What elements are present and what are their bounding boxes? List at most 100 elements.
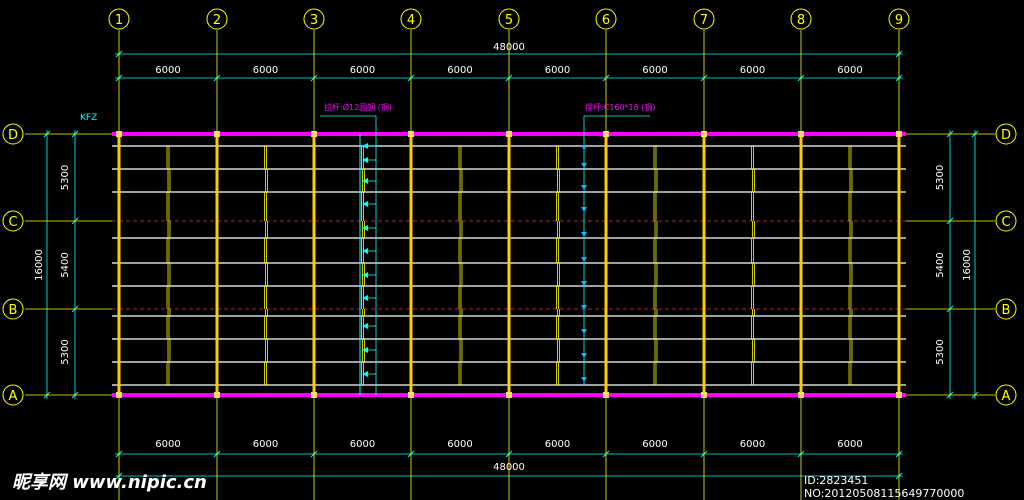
tie-rod-arrow: [362, 225, 368, 231]
brace-arrow: [581, 305, 587, 310]
dim-row-right-label: 5400: [935, 252, 946, 277]
dim-span-bottom-label: 6000: [447, 439, 472, 450]
column-base: [798, 131, 804, 137]
dim-span-top-label: 6000: [642, 65, 667, 76]
grid-label-row-left: D: [8, 128, 18, 143]
grid-label-row-right: D: [1001, 128, 1011, 143]
steel-column: [215, 134, 219, 395]
grid-label-row-right: B: [1002, 303, 1011, 318]
brace-arrow: [581, 163, 587, 168]
brace-arrow: [581, 232, 587, 237]
grid-label-col: 6: [602, 13, 610, 28]
brace-arrow: [581, 281, 587, 286]
column-base: [603, 392, 609, 398]
dim-row-left-label: 5300: [60, 339, 71, 364]
dim-span-top-label: 6000: [253, 65, 278, 76]
dim-span-top-label: 6000: [545, 65, 570, 76]
grid-bubble-row-right-D: [995, 123, 1017, 145]
tie-rod-arrow: [362, 371, 368, 377]
grid-label-col: 3: [310, 13, 318, 28]
steel-column: [312, 134, 316, 395]
grid-bubble-row-right-C: [995, 210, 1017, 232]
column-base: [311, 131, 317, 137]
column-base: [798, 392, 804, 398]
dim-total-bottom-label: 48000: [493, 462, 525, 473]
dim-total-top-label: 48000: [493, 42, 525, 53]
grid-bubble-col-4: [400, 8, 422, 30]
grid-label-col: 2: [213, 13, 221, 28]
steel-column: [702, 134, 706, 395]
dim-span-bottom-label: 6000: [837, 439, 862, 450]
column-base: [408, 131, 414, 137]
dim-row-right-label: 5300: [935, 339, 946, 364]
tie-rod-arrow: [362, 347, 368, 353]
brace-arrow: [581, 145, 587, 150]
grid-bubble-col-2: [206, 8, 228, 30]
watermark-brand: 昵享网 www.nipic.cn: [12, 472, 207, 493]
grid-bubble-col-9: [888, 8, 910, 30]
tie-rod-leader: [320, 115, 377, 395]
dim-span-top-label: 6000: [155, 65, 180, 76]
tie-rod-arrow: [362, 295, 368, 301]
grid-bubble-row-left-A: [2, 384, 24, 406]
grid-bubble-row-left-C: [2, 210, 24, 232]
brace-arrow: [581, 185, 587, 190]
column-base: [116, 392, 122, 398]
column-base: [701, 392, 707, 398]
column-base: [701, 131, 707, 137]
grid-bubble-row-left-D: [2, 123, 24, 145]
grid-bubble-col-7: [693, 8, 715, 30]
steel-column: [897, 134, 901, 395]
brace-label: 撑杆:C160*18 (钢): [585, 102, 656, 112]
column-base: [896, 392, 902, 398]
dim-span-bottom-label: 6000: [155, 439, 180, 450]
column-base: [506, 392, 512, 398]
grid-bubble-col-5: [498, 8, 520, 30]
grid-label-col: 9: [895, 13, 903, 28]
brace-arrow: [581, 353, 587, 358]
dim-total-left-label: 16000: [34, 249, 45, 281]
column-base: [603, 131, 609, 137]
dim-span-bottom-label: 6000: [253, 439, 278, 450]
grid-label-row-left: C: [8, 215, 17, 230]
tie-rod-arrow: [362, 272, 368, 278]
grid-bubble-row-right-A: [995, 384, 1017, 406]
dim-total-right-label: 16000: [962, 249, 973, 281]
tie-rod-arrow: [362, 157, 368, 163]
grid-bubble-col-3: [303, 8, 325, 30]
steel-column: [799, 134, 803, 395]
dim-span-top-label: 6000: [837, 65, 862, 76]
brace-leader: [583, 115, 650, 385]
tie-rod-arrow: [362, 178, 368, 184]
steel-column: [507, 134, 511, 395]
grid-label-col: 4: [407, 13, 415, 28]
grid-label-col: 1: [115, 13, 123, 28]
tie-rod-label: 拉杆:Ø12圆钢 (钢): [324, 102, 392, 112]
column-base: [408, 392, 414, 398]
dim-span-bottom-label: 6000: [740, 439, 765, 450]
grid-label-row-left: A: [9, 389, 18, 404]
tie-rod-arrow: [362, 323, 368, 329]
grid-bubble-col-6: [595, 8, 617, 30]
brace-arrow: [581, 207, 587, 212]
brace-arrow: [581, 377, 587, 382]
dim-row-left-label: 5300: [60, 165, 71, 190]
dim-span-bottom-label: 6000: [642, 439, 667, 450]
steel-column: [409, 134, 413, 395]
dim-span-top-label: 6000: [350, 65, 375, 76]
brace-arrow: [581, 329, 587, 334]
column-base: [214, 392, 220, 398]
column-tag: KFZ: [80, 113, 97, 123]
column-base: [506, 131, 512, 137]
grid-label-col: 7: [700, 13, 708, 28]
grid-label-col: 8: [797, 13, 805, 28]
steel-column: [117, 134, 121, 395]
watermark-id: ID:2823451 NO:20120508115649770000: [804, 474, 965, 500]
steel-column: [604, 134, 608, 395]
column-base: [896, 131, 902, 137]
column-base: [311, 392, 317, 398]
grid-label-row-right: A: [1002, 389, 1011, 404]
dim-span-bottom-label: 6000: [545, 439, 570, 450]
tie-rod-arrow: [362, 201, 368, 207]
tie-rod-arrow: [362, 143, 368, 149]
